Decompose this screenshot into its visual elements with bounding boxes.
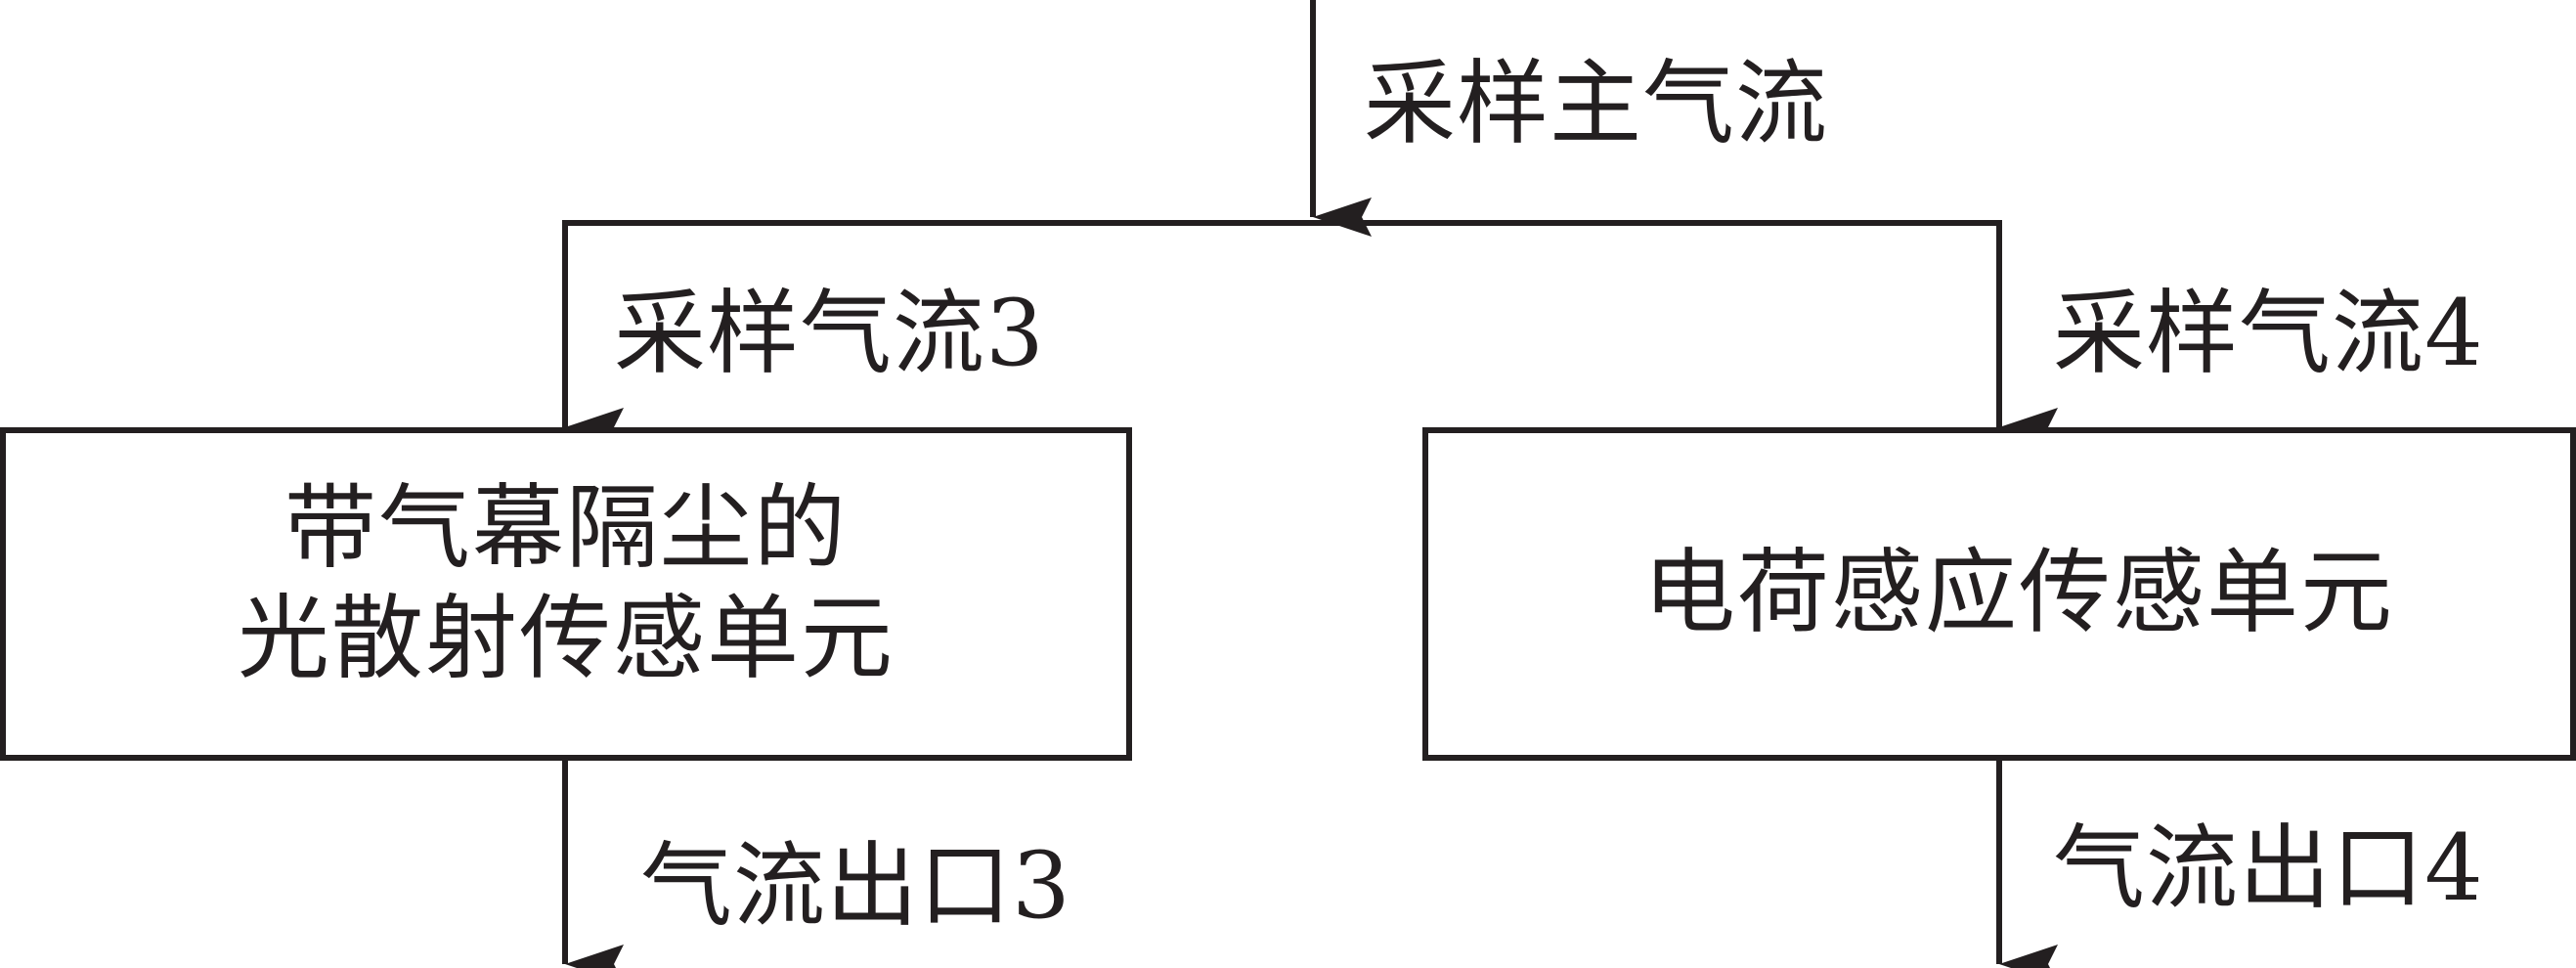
charge-induction-sensor-label: 电荷感应传感单元: [1642, 540, 2394, 646]
light-scattering-sensor-line-1: 带气幕隔尘的: [284, 475, 848, 582]
main-flow-label: 采样主气流: [1364, 51, 1829, 157]
flow-3-label: 采样气流3: [614, 281, 1045, 387]
light-scattering-sensor-box: 带气幕隔尘的 光散射传感单元: [0, 427, 1132, 761]
charge-induction-sensor-box: 电荷感应传感单元: [1422, 427, 2576, 761]
flow-4-label: 采样气流4: [2053, 281, 2484, 387]
light-scattering-sensor-label: 带气幕隔尘的 光散射传感单元: [6, 474, 1126, 695]
splitter-line: [562, 220, 2002, 364]
outlet-3-label: 气流出口3: [640, 833, 1071, 940]
light-scattering-sensor-line-2: 光散射传感单元: [237, 585, 895, 692]
outlet-4-label: 气流出口4: [2053, 815, 2484, 922]
